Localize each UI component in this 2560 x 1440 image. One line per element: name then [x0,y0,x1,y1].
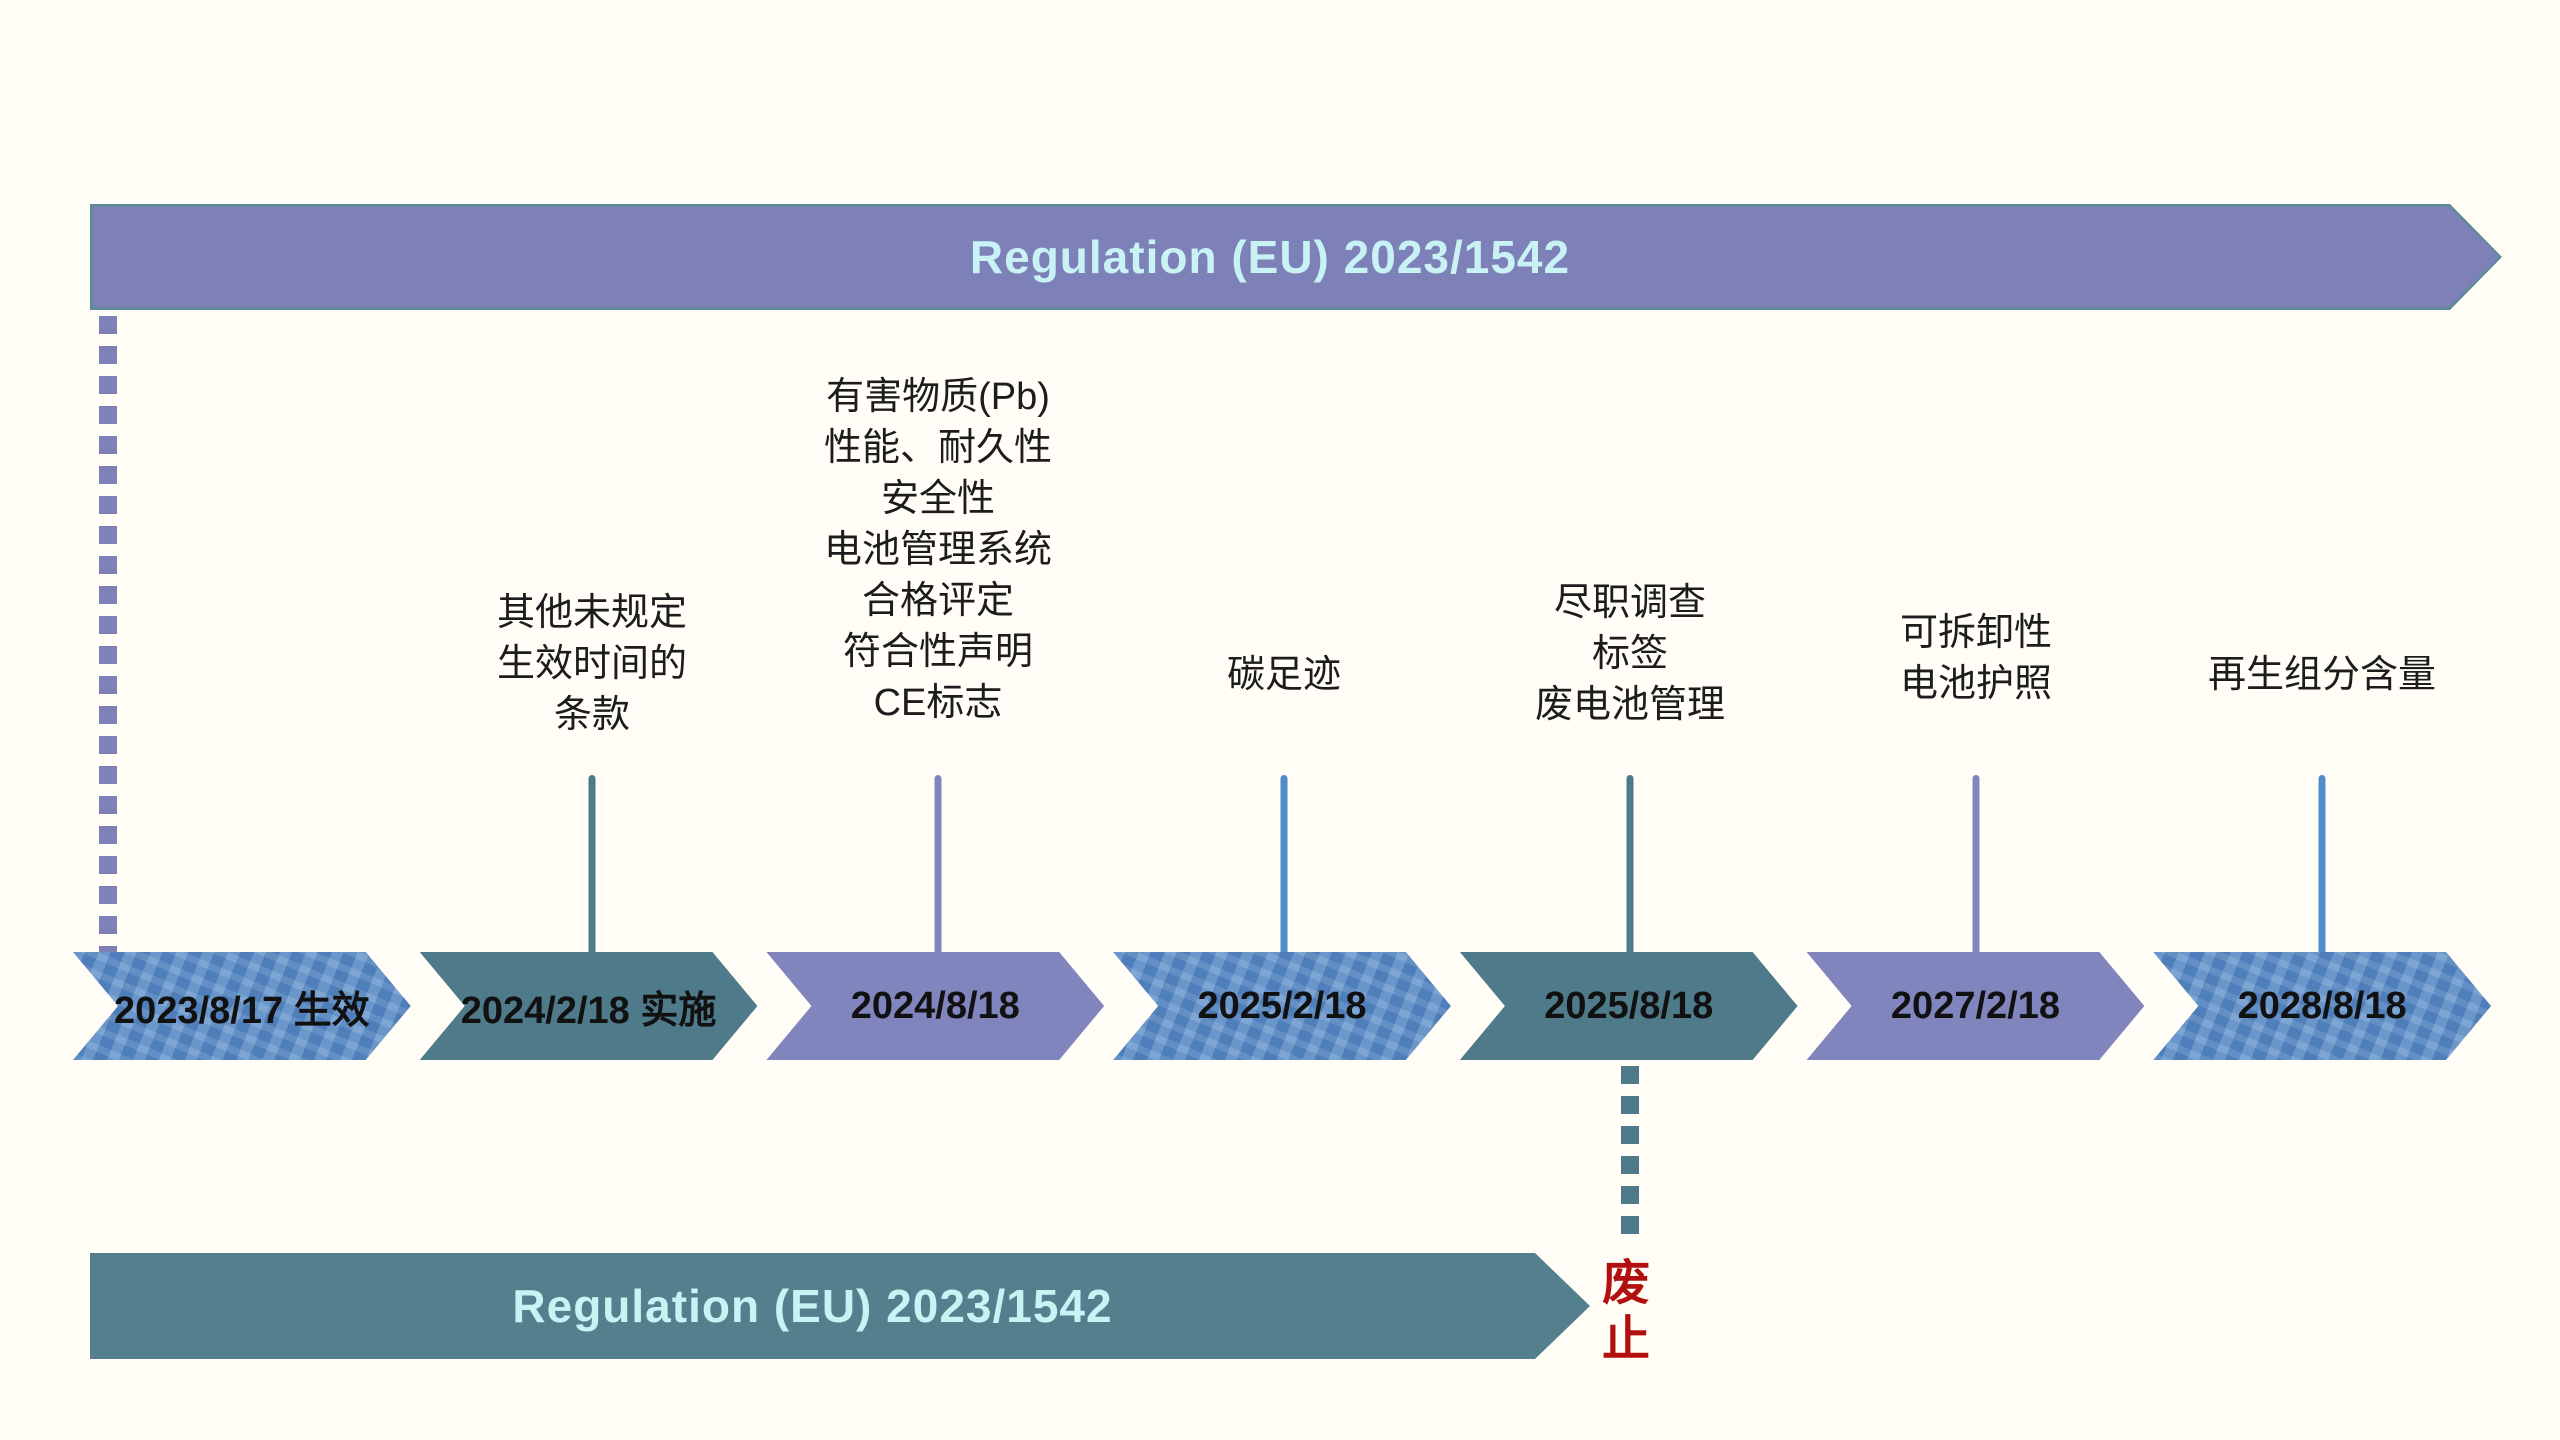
chevron-2027-2-18: 2027/2/18 [1807,952,2145,1060]
bottom-banner-shape: Regulation (EU) 2023/1542 [90,1253,1590,1359]
chevron-2023-8-17: 2023/8/17 生效 [73,952,411,1060]
top-banner-label: Regulation (EU) 2023/1542 [969,231,1571,283]
milestone-label-line: 废电池管理 [1534,684,1726,726]
milestone-label-line: 有害物质(Pb) [826,376,1050,418]
milestone-label-line: 标签 [1591,633,1669,675]
milestone-label-line: 再生组分含量 [2207,654,2437,696]
milestone-label-line: 碳足迹 [1226,654,1342,696]
milestone-label-line: 合格评定 [861,580,1015,622]
milestone-label-2025-8-18: 尽职调查 标签 废电池管理 [1535,578,1725,731]
chevron-2024-8-18: 2024/8/18 [766,952,1104,1060]
chevron-date-label: 2027/2/18 [1890,984,2060,1027]
top-banner-shape: Regulation (EU) 2023/1542 [93,207,2499,307]
milestone-label-2028-8-18: 再生组分含量 [2208,650,2436,701]
milestone-label-2024-8-18: 有害物质(Pb) 性能、耐久性 安全性 电池管理系统 合格评定 符合性声明 CE… [824,372,1052,729]
chevron-2025-8-18: 2025/8/18 [1460,952,1798,1060]
effective-date-dashed-line [99,316,117,954]
milestone-label-line: 符合性声明 [842,631,1034,673]
bottom-regulation-banner: Regulation (EU) 2023/1542 [90,1253,1590,1359]
timeline-chevron-row: 2023/8/17 生效 2024/2/18 实施 2024/8/18 2025… [73,952,2491,1060]
milestone-label-line: 安全性 [880,478,996,520]
chevron-2028-8-18: 2028/8/18 [2153,952,2491,1060]
milestone-label-line: 可拆卸性 [1899,612,2053,654]
milestone-label-2025-2-18: 碳足迹 [1227,650,1341,701]
milestone-label-line: 尽职调查 [1553,582,1707,624]
chevron-date-label: 2025/8/18 [1544,984,1714,1027]
milestone-label-line: 其他未规定 [496,592,688,634]
milestone-label-line: 性能、耐久性 [823,427,1053,469]
connector-2025-8-18 [1626,775,1634,958]
connector-2024-8-18 [934,775,942,958]
milestone-label-line: 电池管理系统 [823,529,1053,571]
chevron-date-label: 2024/8/18 [850,984,1020,1027]
chevron-date-label: 2023/8/17 生效 [114,989,370,1032]
milestone-label-line: CE标志 [873,682,1003,724]
milestone-label-line: 生效时间的 [496,643,688,685]
connector-2027-2-18 [1972,775,1980,958]
milestone-label-line: 电池护照 [1899,663,2053,705]
chevron-2024-2-18: 2024/2/18 实施 [420,952,758,1060]
top-regulation-banner: Regulation (EU) 2023/1542 [90,204,2502,310]
milestone-label-2024-2-18: 其他未规定 生效时间的 条款 [497,588,687,741]
repeal-label: 废止 [1601,1257,1650,1366]
bottom-banner-label: Regulation (EU) 2023/1542 [512,1280,1113,1332]
connector-2024-2-18 [588,775,596,958]
milestone-label-2027-2-18: 可拆卸性 电池护照 [1900,608,2052,710]
connector-2028-8-18 [2318,775,2326,958]
chevron-date-label: 2024/2/18 实施 [460,989,717,1032]
chevron-date-label: 2028/8/18 [2237,984,2407,1027]
chevron-date-label: 2025/2/18 [1197,984,1367,1027]
repeal-dashed-line [1621,1066,1639,1240]
connector-2025-2-18 [1280,775,1288,958]
chevron-2025-2-18: 2025/2/18 [1113,952,1451,1060]
milestone-label-line: 条款 [553,694,631,736]
